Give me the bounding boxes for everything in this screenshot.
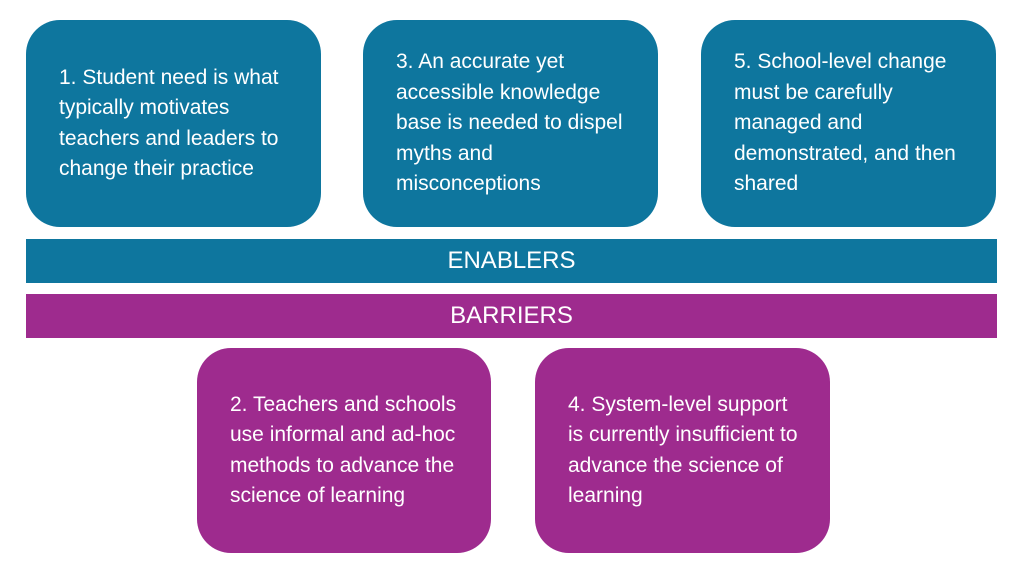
barrier-box-4: 4. System-level support is currently ins… bbox=[535, 348, 830, 553]
enabler-text: 3. An accurate yet accessible knowledge … bbox=[396, 50, 623, 196]
enablers-bar: ENABLERS bbox=[26, 239, 997, 283]
enablers-label: ENABLERS bbox=[447, 247, 576, 274]
enabler-text: 5. School-level change must be carefully… bbox=[734, 50, 956, 196]
barrier-box-2: 2. Teachers and schools use informal and… bbox=[197, 348, 491, 553]
enabler-box-3: 3. An accurate yet accessible knowledge … bbox=[363, 20, 658, 227]
barrier-text: 4. System-level support is currently ins… bbox=[568, 392, 798, 508]
barrier-text: 2. Teachers and schools use informal and… bbox=[230, 392, 457, 508]
enabler-box-1: 1. Student need is what typically motiva… bbox=[26, 20, 321, 227]
enabler-text: 1. Student need is what typically motiva… bbox=[59, 65, 279, 181]
barriers-bar: BARRIERS bbox=[26, 294, 997, 338]
enabler-box-5: 5. School-level change must be carefully… bbox=[701, 20, 996, 227]
barriers-label: BARRIERS bbox=[450, 302, 573, 329]
